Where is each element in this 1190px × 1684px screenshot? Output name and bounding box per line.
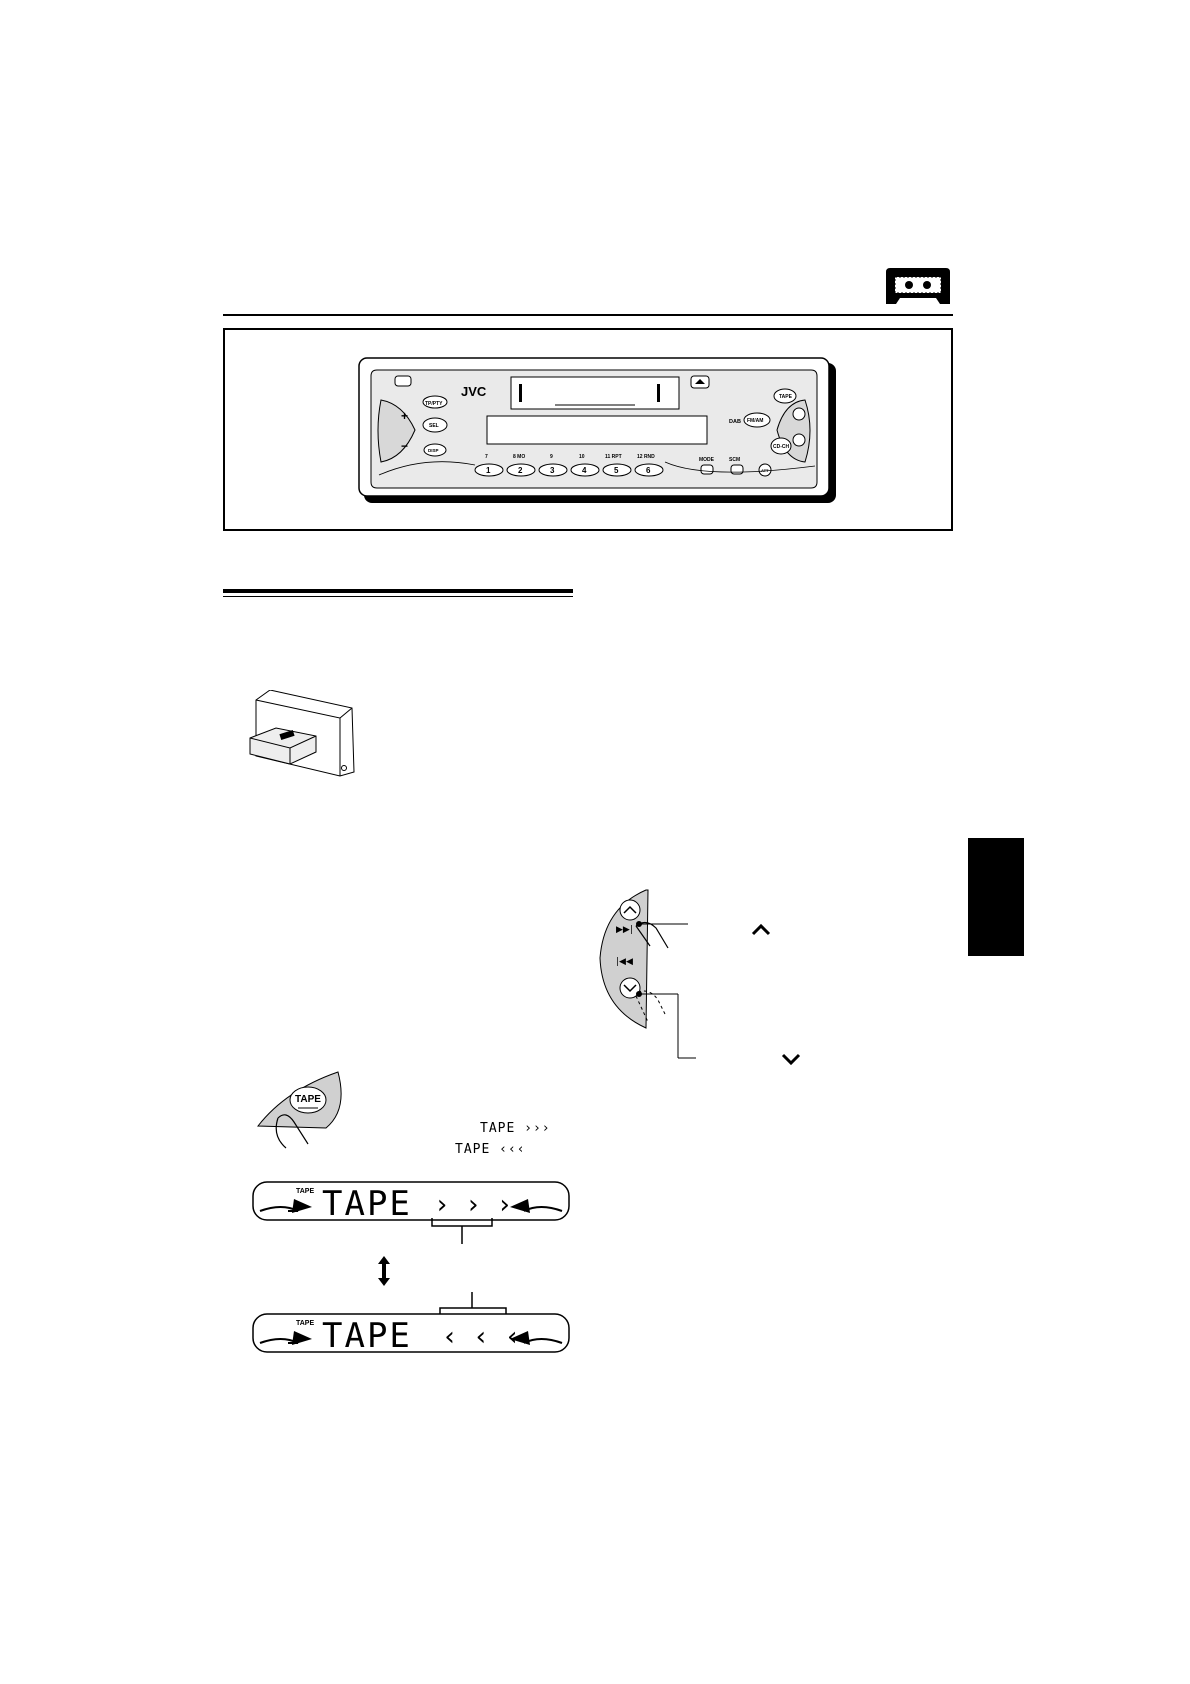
up-down-pad-illustration: ▶▶| |◀◀ [596,888,816,1068]
cassette-icon [886,268,950,304]
cd-ch-label: CD-CH [773,444,789,450]
tape-face-label: TAPE [779,394,793,400]
fm-am-label: FM/AM [747,418,763,424]
faceplate-figure: JVC TP/PTY SEL DISP TAPE DAB FM/AM CD-CH… [223,328,953,531]
volume-plus-label: + [401,409,408,423]
down-chevron-icon [780,1052,802,1066]
disp-label: DISP [428,448,439,453]
upper-preset-label: 7 [485,454,488,460]
lcd-forward-text: TAPE [322,1184,412,1221]
header-rule [223,314,953,316]
dab-label: DAB [729,419,741,425]
lcd-reverse: TAPE TAPE ‹ ‹ ‹ [252,1313,570,1356]
preset-button-6[interactable]: 6 [646,466,651,475]
up-chevron-icon [750,922,772,936]
preset-button-numbers: 1 2 3 4 5 6 [486,466,651,475]
section-rule-thick [223,589,573,593]
lcd-forward-indicator: TAPE [296,1188,314,1195]
tp-pty-label: TP/PTY [425,401,443,407]
upper-preset-labels: 7 8 MO 9 10 11 RPT 12 RND [485,454,655,460]
cassette-insert-illustration [246,689,356,780]
side-section-tab [968,838,1024,956]
forward-arrows-bracket [430,1218,494,1244]
preset-button-3[interactable]: 3 [550,466,555,475]
lcd-forward: TAPE TAPE › › › [252,1181,570,1224]
mode-label: MODE [699,457,715,463]
scm-label: SCM [729,457,740,463]
svg-text:▶▶|: ▶▶| [616,925,633,935]
att-label: ATT [761,468,769,473]
preset-button-2[interactable]: 2 [518,466,523,475]
section-rule-thin [223,596,573,597]
preset-button-4[interactable]: 4 [582,466,587,475]
preset-button-5[interactable]: 5 [614,466,619,475]
upper-preset-label: 12 RND [637,454,655,460]
brand-label: JVC [461,384,487,399]
lcd-reverse-arrows: ‹ ‹ ‹ [442,1322,520,1352]
tape-reverse-inline: TAPE ‹‹‹ [455,1142,526,1157]
tape-button-illustration: TAPE [256,1070,346,1150]
reverse-arrows-bracket [438,1292,508,1318]
lcd-forward-arrows: › › › [434,1190,512,1220]
toggle-arrow-icon [377,1256,391,1286]
lcd-reverse-indicator: TAPE [296,1320,314,1327]
svg-text:|◀◀: |◀◀ [616,957,633,967]
upper-preset-label: 11 RPT [605,454,622,460]
lcd-reverse-text: TAPE [322,1316,412,1353]
volume-minus-label: − [401,439,408,453]
upper-preset-label: 8 MO [513,454,525,460]
tape-forward-inline: TAPE ››› [480,1121,551,1136]
preset-button-1[interactable]: 1 [486,466,491,475]
tape-button-label[interactable]: TAPE [295,1094,321,1105]
upper-preset-label: 9 [550,454,553,460]
upper-preset-label: 10 [579,454,585,460]
sel-label: SEL [429,423,439,429]
